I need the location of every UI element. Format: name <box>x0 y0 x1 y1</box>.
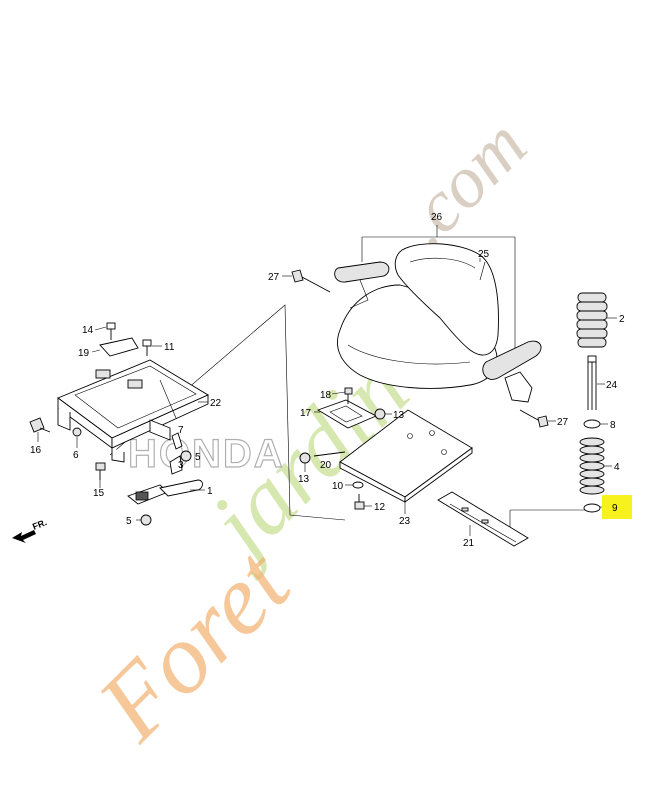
callouts: 26 25 27 2 24 27 8 4 9 14 19 11 22 16 6 … <box>30 212 625 549</box>
bolt-15 <box>95 462 106 480</box>
callout-8: 8 <box>610 420 616 431</box>
callout-13-upper: 13 <box>393 410 405 421</box>
seat-back <box>394 243 499 356</box>
base-frame <box>57 359 209 463</box>
bracket-19 <box>99 337 139 357</box>
suspension-column <box>576 292 617 513</box>
callout-2: 2 <box>619 314 625 325</box>
callout-15: 15 <box>93 488 105 499</box>
bolt-16 <box>29 417 51 433</box>
front-direction-indicator: FR. <box>12 517 48 543</box>
bolt-27-upper <box>291 269 331 293</box>
callout-10: 10 <box>332 481 344 492</box>
callout-13-lower: 13 <box>298 474 310 485</box>
part-9-highlight <box>602 495 632 519</box>
nut-13-lower <box>299 452 311 464</box>
callout-27-lower: 27 <box>557 417 569 428</box>
callout-17: 17 <box>300 408 312 419</box>
long-bolt <box>587 355 597 410</box>
bolt-14 <box>106 322 116 340</box>
leader-frame <box>109 225 585 540</box>
callout-7: 7 <box>178 425 184 436</box>
watermark-domain: .com <box>384 104 542 262</box>
nut-5-upper <box>180 450 192 462</box>
callout-25: 25 <box>478 249 490 260</box>
callout-4: 4 <box>614 462 620 473</box>
bolt-18 <box>344 387 353 404</box>
callout-21: 21 <box>463 538 475 549</box>
washer-lower <box>583 503 601 513</box>
nut-6 <box>72 427 82 437</box>
callout-23: 23 <box>399 516 411 527</box>
callout-20: 20 <box>320 460 332 471</box>
callout-16: 16 <box>30 445 42 456</box>
nut-13-upper <box>374 408 386 420</box>
lever-assembly <box>127 479 203 505</box>
seat-assembly <box>334 243 542 403</box>
seat-plate <box>339 409 473 503</box>
callout-27-upper: 27 <box>268 272 280 283</box>
bolt-12 <box>354 494 365 510</box>
left-armrest <box>334 261 390 283</box>
slide-rail <box>437 491 529 547</box>
callout-11: 11 <box>164 342 175 353</box>
front-label: FR. <box>31 517 48 532</box>
bolt-27-lower <box>519 409 549 428</box>
leader-lines <box>37 258 556 536</box>
callout-24: 24 <box>606 380 618 391</box>
front-arrow-icon <box>12 530 36 543</box>
callout-6: 6 <box>73 450 79 461</box>
callout-5-upper: 5 <box>195 452 201 463</box>
washer-10 <box>352 481 364 489</box>
callout-3: 3 <box>178 460 184 471</box>
callout-26: 26 <box>431 212 443 223</box>
bolt-11 <box>142 339 152 356</box>
shaft-20 <box>313 451 346 457</box>
callout-12: 12 <box>374 502 386 513</box>
callout-18: 18 <box>320 390 332 401</box>
callout-1: 1 <box>207 486 213 497</box>
nut-5-lower <box>140 514 152 526</box>
right-armrest <box>482 340 542 380</box>
callout-22: 22 <box>210 398 222 409</box>
pin-7 <box>171 432 183 450</box>
callout-19: 19 <box>78 348 90 359</box>
brand-logo: HONDA <box>128 432 285 476</box>
bellows <box>576 292 608 348</box>
callout-14: 14 <box>82 325 94 336</box>
washer-upper <box>583 419 601 429</box>
spring <box>579 437 605 495</box>
callout-9: 9 <box>612 503 618 514</box>
pin-3 <box>169 455 183 475</box>
callout-5-lower: 5 <box>126 516 132 527</box>
